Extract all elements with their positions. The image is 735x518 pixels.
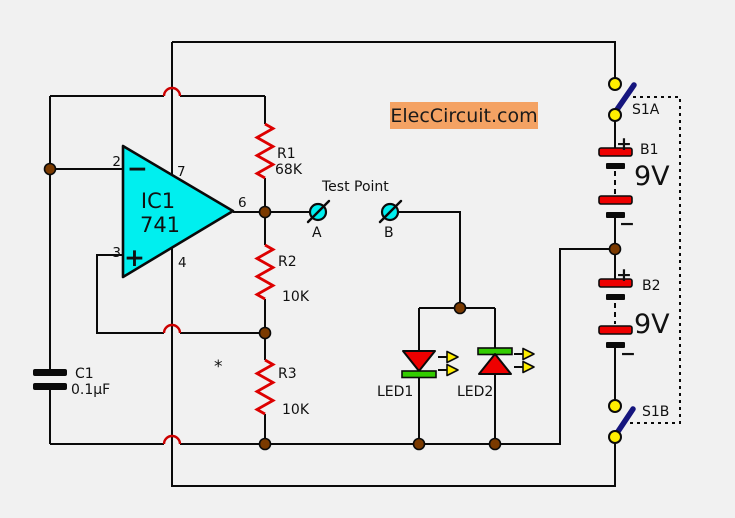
- switch-s1b: S1B: [608, 399, 669, 444]
- junction-led-top: [453, 301, 467, 315]
- led1: LED1: [377, 350, 459, 400]
- watermark: ElecCircuit.com: [390, 102, 538, 129]
- wire-hop-feedback: [162, 323, 182, 334]
- junction-r2-r3: [258, 326, 272, 340]
- resistor-r3-value: 10K: [282, 402, 310, 418]
- wire-bottom-ground: [50, 248, 615, 445]
- resistor-r1: R1 68K: [254, 122, 303, 180]
- led2-ray1-arrowhead: [522, 347, 535, 361]
- switch-s1a-label: S1A: [632, 102, 660, 118]
- test-point-b-label: B: [384, 225, 394, 241]
- test-point-a-slash: [306, 199, 331, 224]
- switch-s1b-terminal-top: [608, 399, 622, 413]
- switch-s1a: S1A: [608, 77, 660, 122]
- resistor-r3-zigzag: [254, 358, 276, 416]
- junction-r3-ground: [258, 437, 272, 451]
- led1-diode-triangle: [402, 350, 436, 372]
- battery-b2-label: B2: [642, 278, 661, 294]
- resistor-r2-value: 10K: [282, 289, 310, 305]
- opamp-pin6-label: 6: [238, 195, 247, 211]
- battery-b2-minus-sign: −: [620, 343, 636, 365]
- battery-b1-negative-plate: [606, 163, 625, 169]
- battery-b1: + B1 9V −: [598, 133, 670, 235]
- resistor-r1-value: 68K: [275, 162, 303, 178]
- switch-s1b-terminal-bottom: [608, 430, 622, 444]
- led1-ray2-arrowhead: [446, 363, 459, 377]
- resistor-r3-label: R3: [278, 366, 297, 382]
- resistor-r1-label: R1: [277, 146, 296, 162]
- battery-b1-minus-sign: −: [619, 213, 635, 235]
- wire-top-supply: [172, 41, 616, 78]
- opamp-triangle: [121, 144, 235, 279]
- battery-b1-positive-plate: [598, 147, 633, 157]
- watermark-box: [390, 102, 538, 129]
- wire-testpoint-b: [398, 211, 461, 308]
- resistor-r2-label: R2: [278, 254, 297, 270]
- switch-s1a-terminal-top: [608, 77, 622, 91]
- wire-pin3-feedback: [96, 254, 265, 334]
- resistor-r1-zigzag: [254, 122, 276, 180]
- switch-s1a-lever: [613, 82, 637, 114]
- opamp-part-label: 741: [140, 213, 180, 237]
- opamp-pin7-label: 7: [177, 164, 186, 180]
- junction-dots: [43, 162, 622, 451]
- battery-b2-positive-plate2: [598, 325, 633, 335]
- battery-b2-positive-plate: [598, 278, 633, 288]
- resistor-r3: R3 10K: [254, 358, 310, 418]
- wire-hop-top: [162, 86, 182, 97]
- capacitor-plate-top: [33, 369, 67, 376]
- opamp-pin3-label: 3: [112, 245, 121, 261]
- junction-output-node: [258, 205, 272, 219]
- asterisk-note: *: [214, 357, 223, 377]
- led2: LED2: [457, 347, 535, 400]
- opamp-ref-label: IC1: [141, 189, 175, 213]
- opamp-ic1: − + IC1 741 2 3 7 4 6: [112, 144, 247, 279]
- switch-s1b-lever: [614, 406, 636, 436]
- wire-hop-bottom: [162, 434, 182, 445]
- wires: [49, 41, 616, 487]
- test-point-title: Test Point: [321, 179, 389, 195]
- capacitor-plate-bottom: [33, 383, 67, 390]
- battery-b1-negative-plate2: [606, 212, 625, 218]
- watermark-text: ElecCircuit.com: [390, 105, 537, 127]
- resistor-r2: R2 10K: [254, 243, 310, 305]
- opamp-noninverting-sign: +: [124, 243, 145, 272]
- junction-battery-mid: [608, 242, 622, 256]
- junction-pin2-left: [43, 162, 57, 176]
- battery-b1-label: B1: [640, 142, 659, 158]
- switch-gang-link-dashed: [627, 96, 681, 424]
- led2-label: LED2: [457, 384, 493, 400]
- led1-label: LED1: [377, 384, 413, 400]
- opamp-pin2-label: 2: [112, 154, 121, 170]
- opamp-pin4-label: 4: [178, 255, 187, 271]
- wire-pin4-bottom: [171, 248, 616, 487]
- battery-b2-negative-plate: [606, 294, 625, 300]
- switch-s1a-terminal-bottom: [608, 108, 622, 122]
- led2-diode-triangle: [478, 353, 512, 375]
- resistor-r2-zigzag: [254, 243, 276, 301]
- led1-ray1-arrowhead: [446, 350, 459, 364]
- opamp-inverting-sign: −: [127, 154, 148, 183]
- battery-b2-plus-sign: +: [616, 264, 632, 286]
- test-point-b-slash: [378, 199, 403, 224]
- test-point-a-label: A: [312, 225, 322, 241]
- battery-b2-negative-plate2: [606, 342, 625, 348]
- battery-b2: + B2 9V −: [598, 264, 670, 365]
- junction-led2-bottom: [488, 437, 502, 451]
- battery-b1-positive-plate2: [598, 195, 633, 205]
- battery-b1-voltage: 9V: [634, 161, 670, 192]
- battery-b2-voltage: 9V: [634, 309, 670, 340]
- led1-cathode-bar: [401, 370, 437, 379]
- capacitor-label: C1: [75, 366, 94, 382]
- battery-b1-plus-sign: +: [616, 133, 632, 155]
- test-points: Test Point A B: [306, 179, 403, 241]
- led2-ray2-arrowhead: [522, 360, 535, 374]
- junction-led1-bottom: [412, 437, 426, 451]
- capacitor-value: 0.1µF: [71, 382, 110, 398]
- switch-s1b-label: S1B: [642, 404, 669, 420]
- capacitor-c1: C1 0.1µF: [33, 366, 110, 398]
